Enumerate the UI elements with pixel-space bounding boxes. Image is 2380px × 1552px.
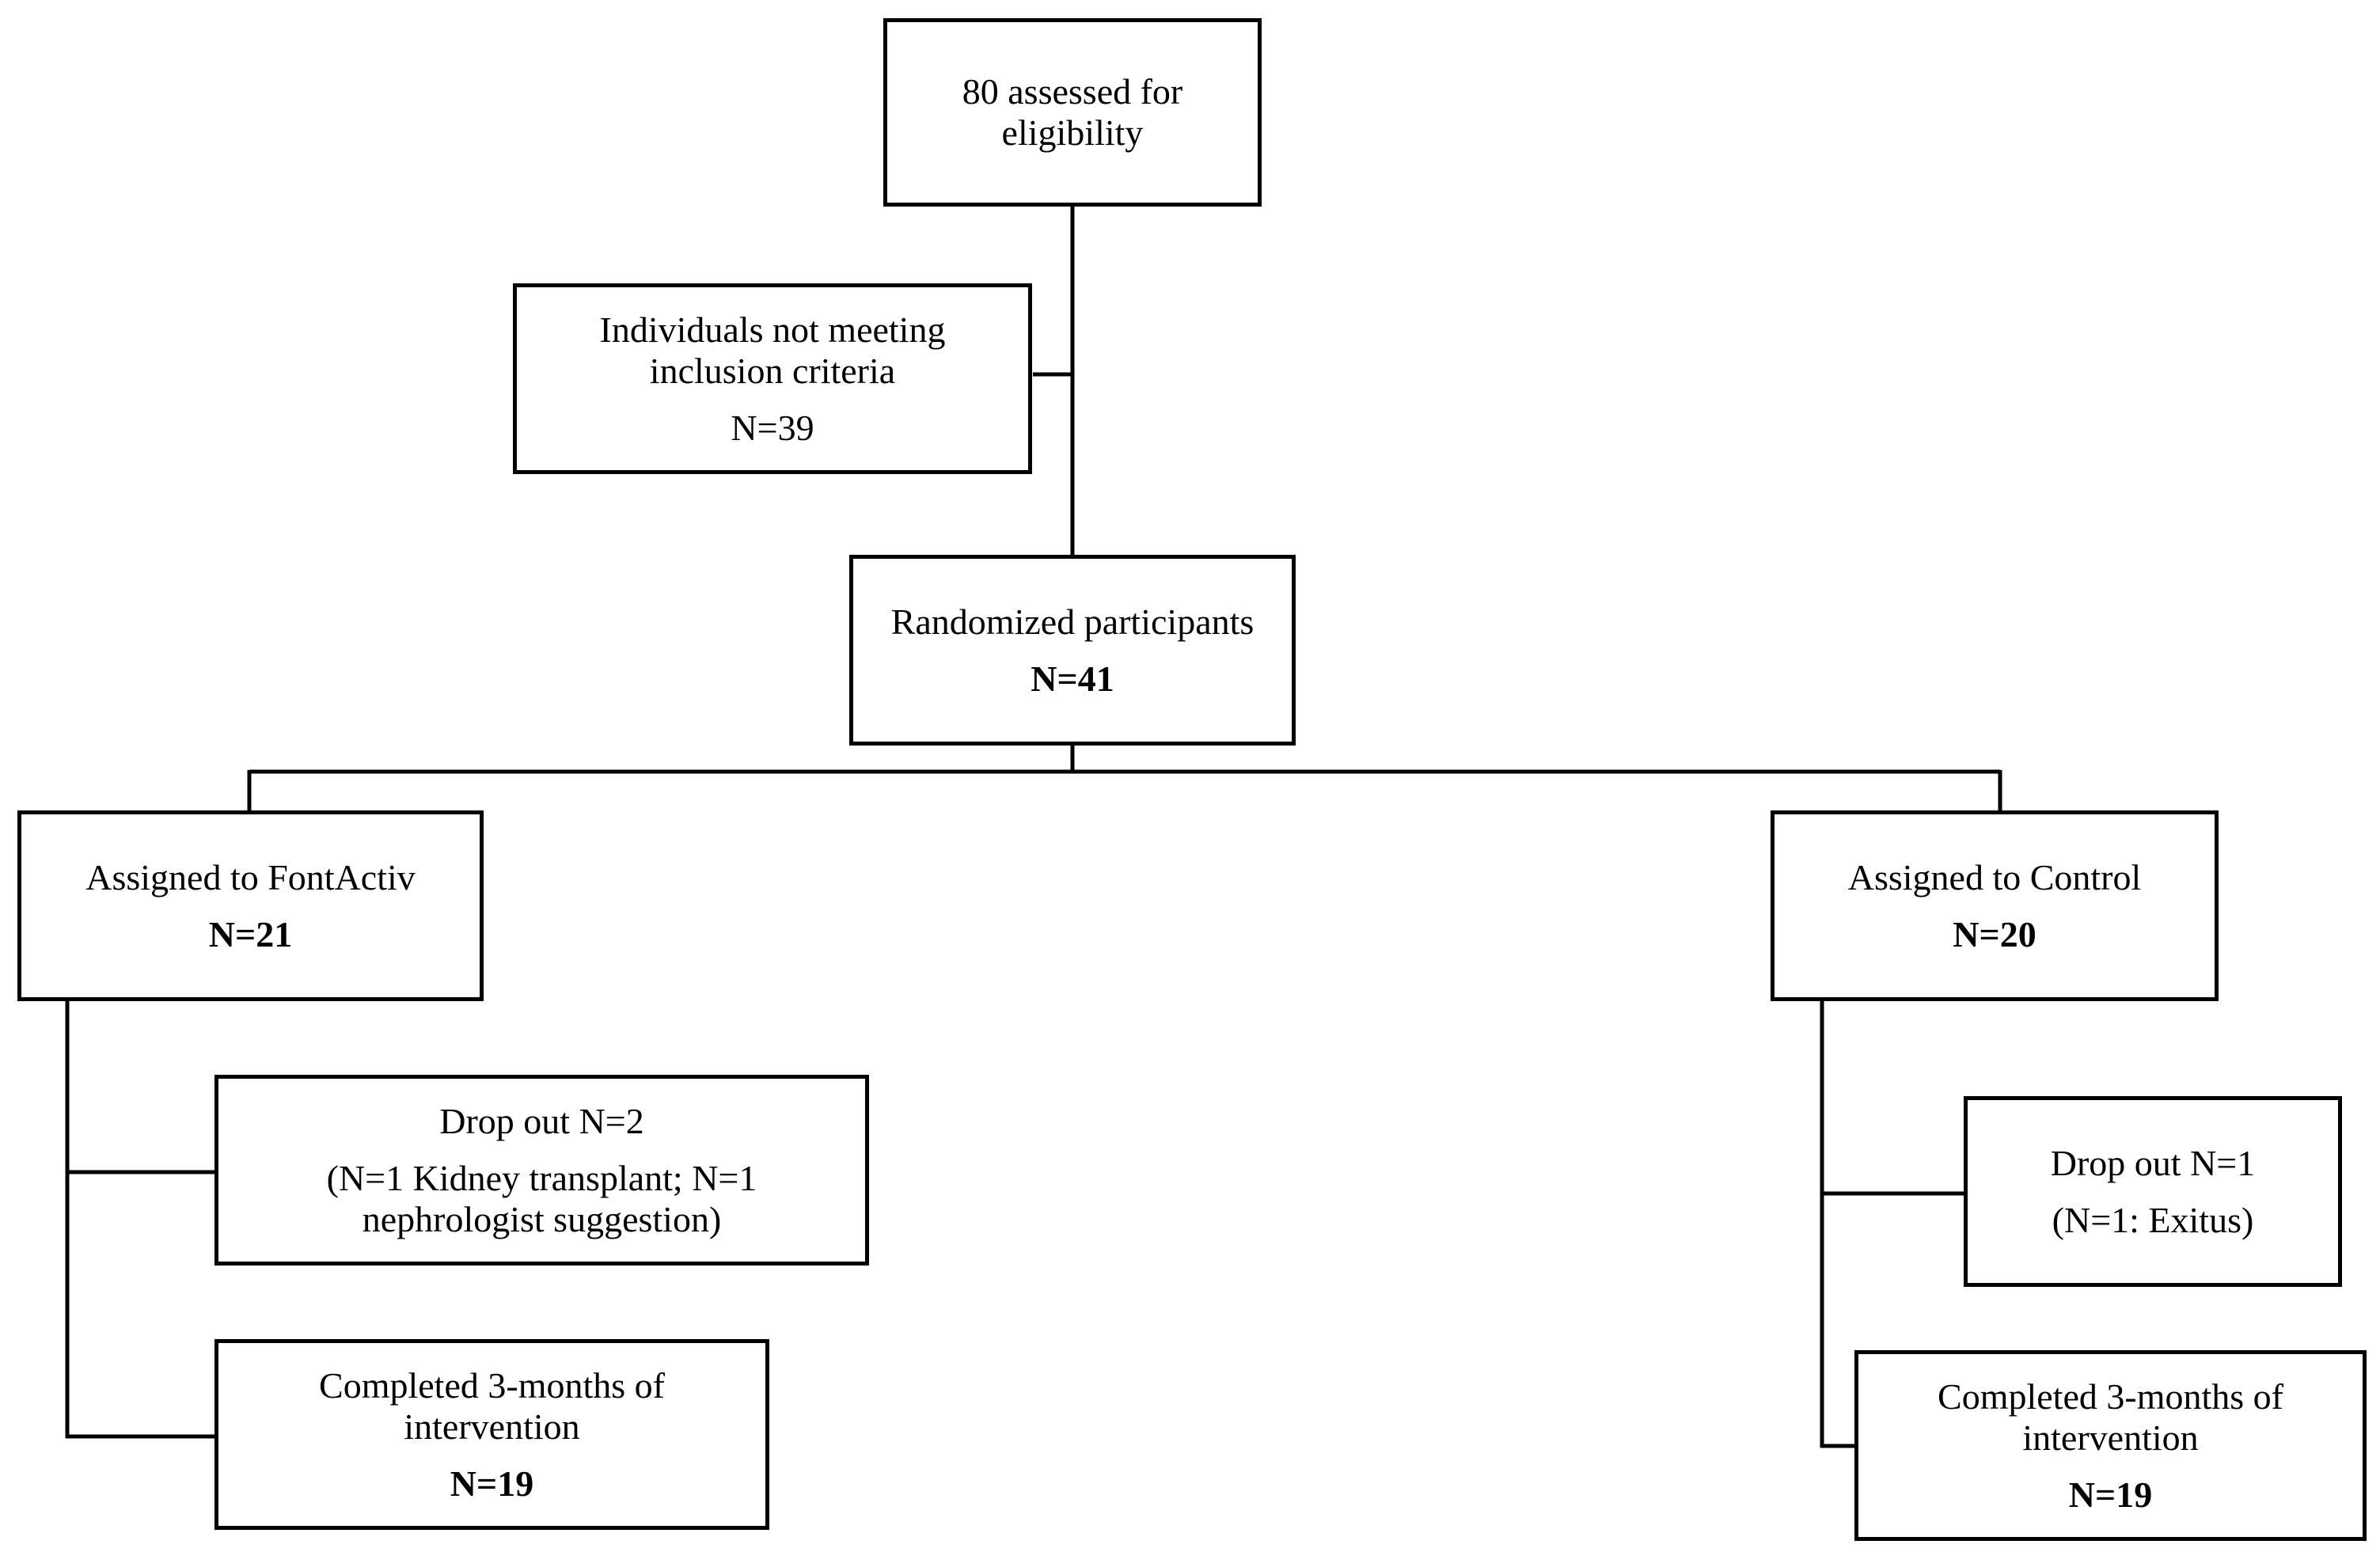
fontactiv-dropout-line2: nephrologist suggestion) — [362, 1198, 722, 1239]
fontactiv-assigned-count: N=21 — [208, 913, 293, 954]
assessed-line1: 80 assessed for — [962, 71, 1183, 112]
control-dropout-box: Drop out N=1 (N=1: Exitus) — [1964, 1096, 2342, 1287]
fontactiv-completed-count: N=19 — [450, 1463, 534, 1504]
control-assigned-count: N=20 — [1953, 913, 2036, 954]
fontactiv-assigned-box: Assigned to FontActiv N=21 — [17, 810, 484, 1001]
fontactiv-dropout-line1: (N=1 Kidney transplant; N=1 — [326, 1157, 757, 1198]
control-completed-count: N=19 — [2068, 1474, 2153, 1515]
control-dropout-title: Drop out N=1 — [2050, 1142, 2256, 1183]
excluded-line1: Individuals not meeting — [599, 309, 946, 350]
assessed-line2: eligibility — [1001, 112, 1144, 153]
control-completed-line2: intervention — [2022, 1417, 2199, 1458]
fontactiv-completed-line2: intervention — [404, 1406, 580, 1447]
excluded-line2: inclusion criteria — [649, 350, 896, 391]
control-assigned-label: Assigned to Control — [1847, 856, 2142, 897]
control-completed-line1: Completed 3-months of — [1938, 1376, 2283, 1417]
excluded-count: N=39 — [731, 407, 814, 448]
fontactiv-dropout-title: Drop out N=2 — [439, 1100, 644, 1141]
assessed-box: 80 assessed for eligibility — [883, 18, 1262, 207]
randomized-label: Randomized participants — [890, 601, 1255, 642]
fontactiv-assigned-label: Assigned to FontActiv — [85, 856, 416, 897]
excluded-box: Individuals not meeting inclusion criter… — [513, 283, 1032, 474]
fontactiv-completed-box: Completed 3-months of intervention N=19 — [214, 1339, 769, 1530]
control-completed-box: Completed 3-months of intervention N=19 — [1854, 1350, 2367, 1541]
control-dropout-line1: (N=1: Exitus) — [2052, 1199, 2254, 1240]
randomized-box: Randomized participants N=41 — [849, 555, 1296, 746]
control-assigned-box: Assigned to Control N=20 — [1771, 810, 2219, 1001]
fontactiv-dropout-box: Drop out N=2 (N=1 Kidney transplant; N=1… — [214, 1075, 869, 1266]
fontactiv-completed-line1: Completed 3-months of — [319, 1364, 665, 1406]
randomized-count: N=41 — [1031, 658, 1114, 699]
